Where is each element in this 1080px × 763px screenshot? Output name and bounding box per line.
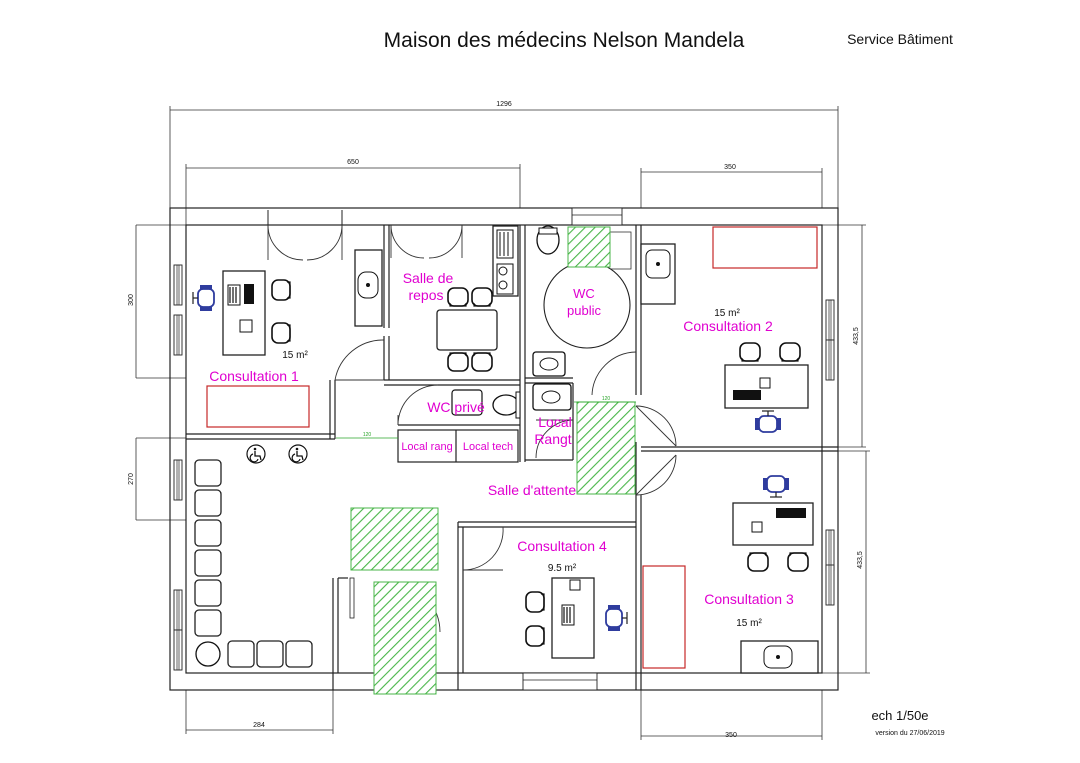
dim-bottom-right: 350 bbox=[725, 732, 737, 739]
computer-icon bbox=[561, 604, 575, 626]
chair-icon bbox=[271, 279, 291, 301]
wheelchair-icon bbox=[246, 444, 266, 464]
office-chair-icon bbox=[754, 410, 782, 433]
sink-icon bbox=[532, 383, 572, 411]
window-icon bbox=[173, 459, 183, 501]
consultation-4-furniture bbox=[525, 577, 628, 659]
salle-repos-label-2: repos bbox=[408, 287, 443, 303]
consultation-2-label: Consultation 2 bbox=[683, 318, 773, 334]
version-label: version du 27/06/2019 bbox=[875, 730, 944, 737]
sink-icon bbox=[532, 351, 566, 377]
accessibility-zones bbox=[350, 226, 636, 695]
dim-corridor: 120 bbox=[363, 432, 372, 438]
chair-icon bbox=[739, 342, 761, 362]
window-icon bbox=[173, 264, 183, 306]
consultation-4-area: 9.5 m² bbox=[548, 563, 577, 574]
dim-right-bottom-height: 433,5 bbox=[857, 551, 864, 569]
dimension-lines bbox=[135, 106, 870, 740]
scale-label: ech 1/50e bbox=[871, 708, 928, 723]
chair-icon bbox=[471, 352, 493, 372]
chair-icon bbox=[525, 625, 545, 647]
consultation-3-furniture bbox=[642, 475, 819, 674]
toilet-icon bbox=[492, 394, 520, 416]
consultation-2-area: 15 m² bbox=[714, 308, 740, 319]
consultation-4-label: Consultation 4 bbox=[517, 538, 607, 554]
chair-icon bbox=[447, 352, 469, 372]
waiting-room-seating bbox=[194, 459, 313, 668]
dim-total-width: 1296 bbox=[496, 101, 512, 108]
salle-repos-furniture bbox=[354, 225, 519, 372]
sink-icon bbox=[776, 655, 780, 659]
department-label: Service Bâtiment bbox=[847, 31, 953, 47]
window-icon bbox=[173, 629, 183, 671]
consultation-3-area: 15 m² bbox=[736, 618, 762, 629]
window-icon bbox=[825, 529, 835, 571]
dim-left-top: 300 bbox=[128, 294, 135, 306]
office-chair-icon bbox=[762, 475, 790, 498]
dim-right-top-height: 433,5 bbox=[853, 327, 860, 345]
windows bbox=[173, 207, 835, 691]
wc-prive-label: WC privé bbox=[427, 399, 485, 415]
dim-bottom-left: 284 bbox=[253, 722, 265, 729]
dim-left-bottom: 270 bbox=[128, 473, 135, 485]
consultation-2-furniture bbox=[640, 226, 818, 433]
consultation-1-furniture bbox=[192, 270, 310, 428]
chair-icon bbox=[779, 342, 801, 362]
window-icon bbox=[173, 589, 183, 631]
window-icon bbox=[825, 299, 835, 341]
local-rangt-label-2: Rangt bbox=[534, 431, 571, 447]
dim-right-top: 350 bbox=[724, 164, 736, 171]
office-chair-icon bbox=[605, 604, 628, 632]
office-chair-icon bbox=[192, 284, 215, 312]
dim-left-block: 650 bbox=[347, 159, 359, 166]
chair-icon bbox=[747, 552, 769, 572]
chair-icon bbox=[447, 287, 469, 307]
walls bbox=[169, 207, 839, 691]
accessibility-markers bbox=[246, 444, 308, 464]
wc-public-fixtures bbox=[532, 225, 631, 377]
local-rangt-label-1: Local bbox=[538, 414, 571, 430]
chair-icon bbox=[525, 591, 545, 613]
window-icon bbox=[173, 314, 183, 356]
corridor-dimensions bbox=[336, 401, 636, 439]
salle-attente-label: Salle d'attente bbox=[488, 482, 577, 498]
chair-icon bbox=[471, 287, 493, 307]
wc-public-label-1: WC bbox=[573, 286, 595, 301]
computer-icon bbox=[227, 284, 241, 306]
consultation-3-label: Consultation 3 bbox=[704, 591, 794, 607]
wc-prive-fixtures bbox=[451, 383, 572, 419]
dim-entry: 120 bbox=[602, 396, 611, 402]
window-icon bbox=[825, 564, 835, 606]
local-tech-label: Local tech bbox=[463, 441, 513, 453]
consultation-1-area: 15 m² bbox=[282, 350, 308, 361]
chair-icon bbox=[787, 552, 809, 572]
wc-public-label-2: public bbox=[567, 303, 601, 318]
plan-title: Maison des médecins Nelson Mandela bbox=[384, 29, 745, 52]
local-rang-label: Local rang bbox=[401, 441, 452, 453]
wheelchair-icon bbox=[288, 444, 308, 464]
window-icon bbox=[825, 339, 835, 381]
consultation-1-label: Consultation 1 bbox=[209, 368, 299, 384]
chair-icon bbox=[271, 322, 291, 344]
salle-repos-label-1: Salle de bbox=[403, 270, 454, 286]
